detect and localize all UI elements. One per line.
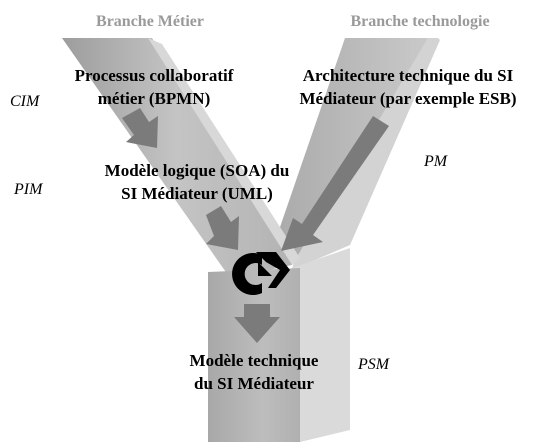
technology-branch-face	[268, 38, 428, 265]
business-branch-face	[62, 38, 292, 278]
bpmn-model-label-line1: Processus collaboratif	[75, 66, 234, 85]
technical-model-label: Modèle technique du SI Médiateur	[190, 351, 319, 393]
business-branch-title: Branche Métier	[96, 13, 204, 30]
logical-soa-model-label-line1: Modèle logique (SOA) du	[105, 161, 290, 180]
bpmn-model-label: Processus collaboratif métier (BPMN)	[75, 66, 234, 108]
arrow-cim-to-pim	[122, 108, 158, 148]
logical-soa-model-label: Modèle logique (SOA) du SI Médiateur (UM…	[105, 161, 290, 203]
platform-stem-side	[292, 248, 350, 442]
pm-label: PM	[423, 153, 449, 170]
circular-merge-arrow-icon	[232, 252, 290, 295]
platform-stem-face	[208, 268, 300, 442]
cim-label: CIM	[10, 93, 41, 110]
technical-model-label-line1: Modèle technique	[190, 351, 319, 370]
pim-label: PIM	[13, 181, 44, 198]
technology-branch-title: Branche technologie	[350, 13, 489, 30]
technical-architecture-label: Architecture technique du SI Médiateur (…	[299, 66, 516, 108]
technical-architecture-label-line2: Médiateur (par exemple ESB)	[299, 89, 516, 108]
technical-model-label-line2: du SI Médiateur	[194, 374, 314, 393]
bpmn-model-label-line2: métier (BPMN)	[98, 89, 211, 108]
logical-soa-model-label-line2: SI Médiateur (UML)	[121, 184, 273, 203]
psm-label: PSM	[357, 356, 391, 373]
business-branch-edge	[148, 38, 300, 265]
arrow-pm-to-merge	[281, 116, 389, 251]
technical-architecture-label-line1: Architecture technique du SI	[303, 66, 514, 85]
business-branch	[62, 38, 300, 278]
platform-stem	[208, 248, 350, 442]
transformation-arrows	[122, 108, 389, 343]
arrow-pim-to-merge	[206, 206, 239, 250]
arrow-merge-to-psm	[234, 304, 280, 343]
